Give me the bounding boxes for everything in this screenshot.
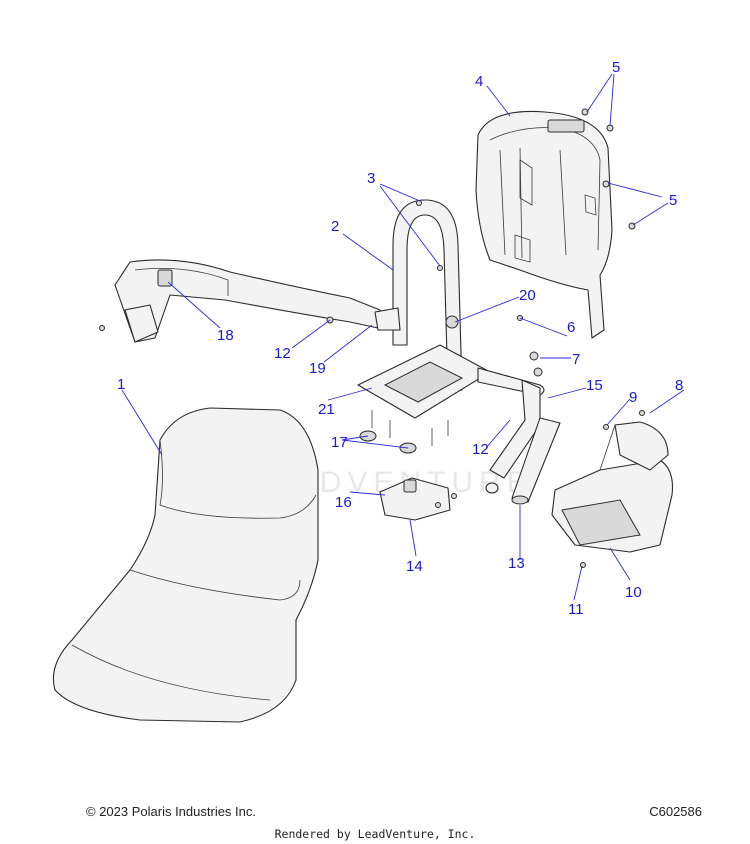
- callout-10: 10: [625, 584, 642, 601]
- part-10-rear-bag: [551, 421, 674, 553]
- leader-lines: [121, 73, 685, 601]
- callout-21: 21: [318, 401, 335, 418]
- callout-16: 16: [335, 494, 352, 511]
- callout-15: 15: [586, 377, 603, 394]
- rendered-by-text: Rendered by LeadVenture, Inc.: [274, 827, 476, 841]
- callout-18: 18: [217, 327, 234, 344]
- part-1-seat: [52, 407, 319, 723]
- part-15-rear-rail: [477, 367, 545, 494]
- callout-19: 19: [309, 360, 326, 377]
- callout-12: 12: [274, 345, 291, 362]
- callout-17: 17: [331, 434, 348, 451]
- part-4-backrest-shell: [475, 110, 613, 339]
- callout-5b: 5: [669, 192, 677, 209]
- callout-2: 2: [331, 218, 339, 235]
- diagram-code: C602586: [649, 804, 702, 819]
- callout-12b: 12: [472, 441, 489, 458]
- callout-8: 8: [675, 377, 683, 394]
- callout-5: 5: [612, 59, 620, 76]
- part-13-tube: [511, 417, 561, 505]
- callout-11: 11: [568, 601, 584, 618]
- callout-1: 1: [117, 376, 125, 393]
- callout-14: 14: [406, 558, 423, 575]
- part-14-bracket: [379, 477, 451, 521]
- callout-6: 6: [567, 319, 575, 336]
- part-18-grab-rail: [114, 259, 401, 343]
- callout-13: 13: [508, 555, 525, 572]
- copyright-text: © 2023 Polaris Industries Inc.: [86, 804, 256, 819]
- callout-7: 7: [572, 351, 580, 368]
- callout-3: 3: [367, 170, 375, 187]
- part-2-backrest-bar: [357, 199, 491, 446]
- callouts: 1 2 3 4 5 5 6 7 8 9 10 11 12 12 13 14 15…: [117, 59, 683, 618]
- callout-4: 4: [475, 73, 483, 90]
- callout-9: 9: [629, 389, 637, 406]
- callout-20: 20: [519, 287, 536, 304]
